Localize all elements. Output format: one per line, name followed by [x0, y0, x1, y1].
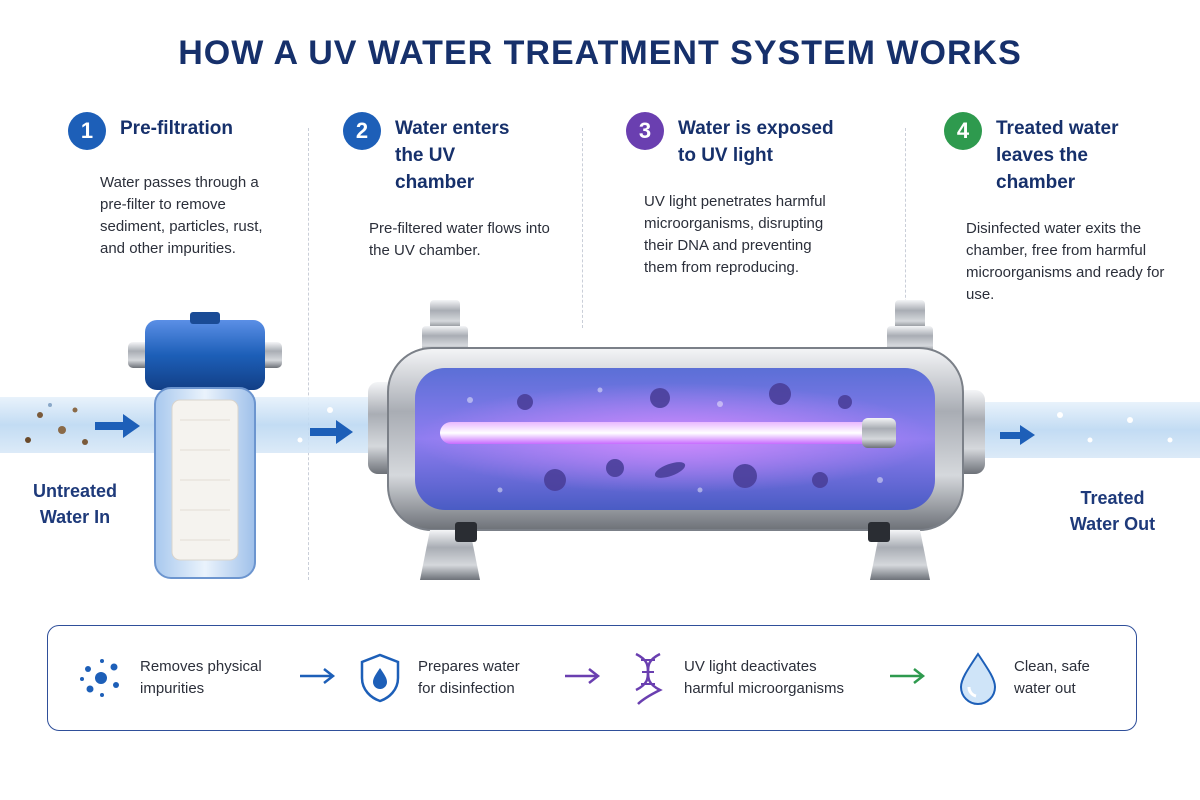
step-description: Water passes through a pre-filter to rem… — [100, 174, 263, 257]
dna-icon — [635, 652, 663, 705]
inlet-label: Untreated Water In — [32, 481, 117, 527]
summary-item: Clean, safe water out — [958, 626, 1109, 730]
water-drop-icon — [959, 652, 997, 705]
shield-drop-icon — [360, 653, 400, 703]
step-number-badge: 2 — [343, 112, 381, 150]
summary-text: Removes physical impurities — [140, 658, 262, 697]
arrow-right-icon — [890, 668, 926, 684]
pre-filter-housing — [128, 312, 282, 579]
water-bubbles — [467, 387, 883, 493]
arrow-right-icon — [565, 668, 601, 684]
uv-system-illustration — [0, 300, 1200, 580]
step-title: Water is exposed to UV light — [678, 118, 834, 166]
step-4: 4 Treated water leaves the chamber Disin… — [944, 112, 1174, 306]
summary-text: UV light deactivates harmful microorgani… — [684, 658, 845, 697]
flow-arrow-icon — [1000, 425, 1035, 445]
summary-text: Prepares water for disinfection — [418, 658, 520, 697]
summary-item: Prepares water for disinfection — [358, 626, 538, 730]
step-description: Disinfected water exits the chamber, fre… — [966, 220, 1165, 303]
divider — [905, 128, 906, 328]
flow-arrow-icon — [95, 414, 140, 438]
summary-item: UV light deactivates harmful microorgani… — [628, 626, 869, 730]
outlet-water-pipe — [985, 402, 1200, 458]
outlet-label: Treated Water Out — [1069, 488, 1156, 534]
arrow-right-icon — [300, 668, 336, 684]
divider — [308, 128, 309, 580]
step-title: Treated water leaves the chamber — [996, 118, 1119, 193]
summary-bar: Removes physical impurities Prepares wat… — [47, 625, 1137, 731]
step-number-badge: 4 — [944, 112, 982, 150]
particles-icon — [80, 659, 119, 697]
step-3: 3 Water is exposed to UV light UV light … — [626, 112, 876, 279]
flow-arrow-icon — [310, 420, 353, 444]
uv-chamber — [368, 300, 985, 580]
step-2: 2 Water enters the UV chamber Pre-filter… — [343, 112, 573, 262]
summary-item: Removes physical impurities — [78, 626, 270, 730]
microorganism-icons — [517, 383, 852, 491]
step-title: Water enters the UV chamber — [395, 118, 510, 193]
step-description: Pre-filtered water flows into the UV cha… — [369, 220, 550, 259]
page-title: HOW A UV WATER TREATMENT SYSTEM WORKS — [178, 34, 1022, 72]
divider — [582, 128, 583, 328]
summary-text: Clean, safe water out — [1014, 658, 1090, 697]
step-description: UV light penetrates harmful microorganis… — [644, 193, 826, 276]
step-1: 1 Pre-filtration Water passes through a … — [68, 112, 298, 260]
step-number-badge: 1 — [68, 112, 106, 150]
step-title: Pre-filtration — [120, 118, 233, 139]
step-number-badge: 3 — [626, 112, 664, 150]
uv-lamp — [440, 418, 896, 448]
